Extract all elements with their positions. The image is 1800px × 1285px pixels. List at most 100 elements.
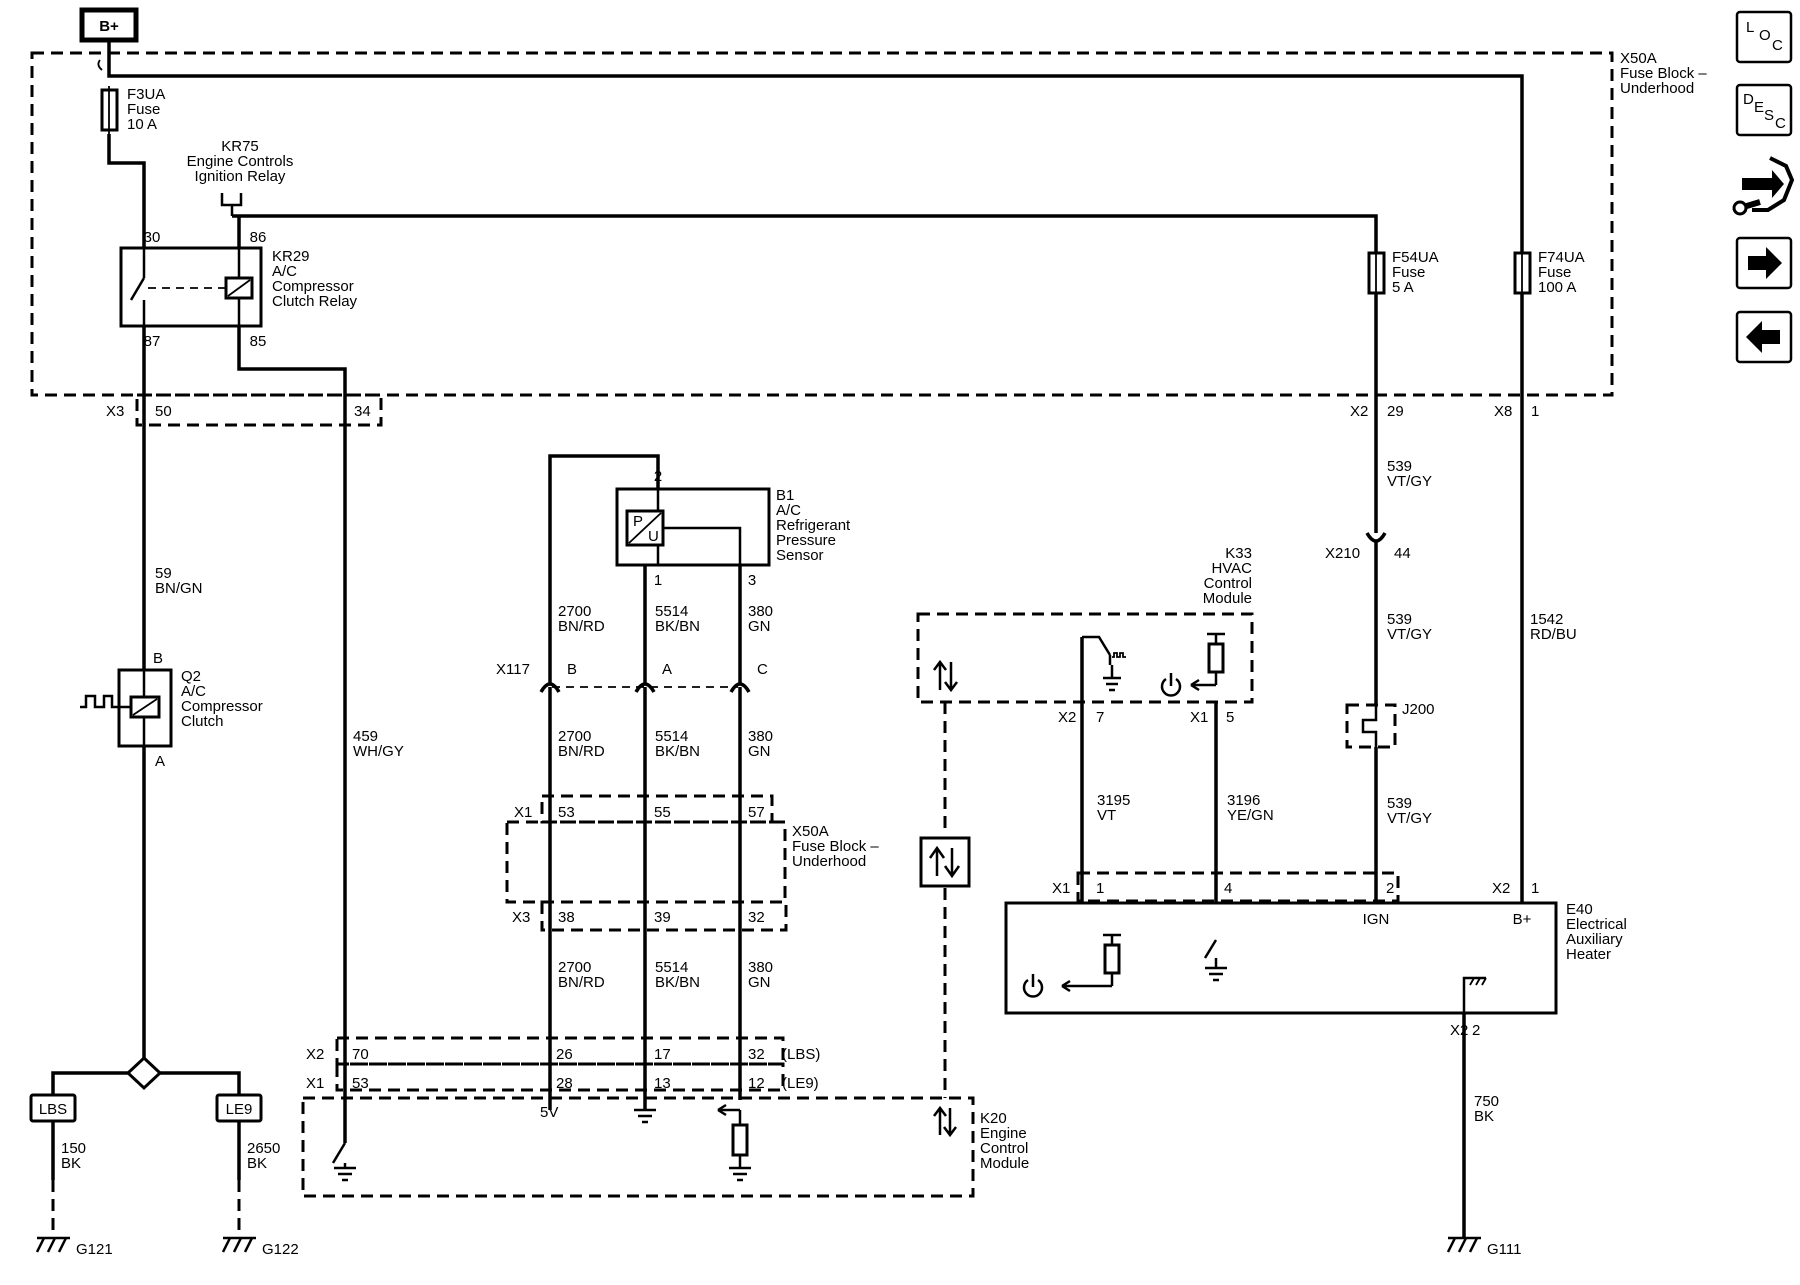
- arrow-left-icon: [1746, 321, 1780, 353]
- b1-symbol-u: U: [648, 528, 659, 545]
- fuse-block-label-3: Underhood: [1620, 80, 1694, 97]
- k20-x2-label: X2: [306, 1046, 324, 1063]
- desc-letter-d: D: [1743, 91, 1754, 108]
- e40-x2-label: X2: [1492, 880, 1510, 897]
- ground-g121-icon: G121: [35, 1236, 113, 1258]
- k33-x2-label: X2: [1058, 709, 1076, 726]
- q2-pin-a: A: [155, 753, 165, 770]
- kr29-pin-87: 87: [144, 333, 161, 350]
- arrow-right-icon: [1748, 247, 1782, 279]
- k20-x1-pin-12: 12: [748, 1075, 765, 1092]
- w5514-a-num: 5514: [655, 603, 688, 620]
- k33-label-1: K33: [1225, 545, 1252, 562]
- k20-5v-label: 5V: [540, 1104, 558, 1121]
- x2-f54-label: X2: [1350, 403, 1368, 420]
- b1-pin-3: 3: [748, 572, 756, 589]
- w539-c-color: VT/GY: [1387, 810, 1432, 827]
- k20-lbs-label: (LBS): [782, 1046, 820, 1063]
- location-button[interactable]: L O C: [1735, 10, 1793, 64]
- option-le9-label: LE9: [226, 1101, 253, 1118]
- e40-x1-label: X1: [1052, 880, 1070, 897]
- x210-pin-44: 44: [1394, 545, 1411, 562]
- kr29-pin-85: 85: [250, 333, 267, 350]
- x8-label: X8: [1494, 403, 1512, 420]
- w2700-b-num: 2700: [558, 728, 591, 745]
- connector-x3: X3 50 34: [106, 393, 383, 427]
- x3-pin-50: 50: [155, 403, 172, 420]
- w3195-color: VT: [1097, 807, 1116, 824]
- kr75-label-3: Ignition Relay: [195, 168, 286, 185]
- w459-num: 459: [353, 728, 378, 745]
- f54ua-label-2: Fuse: [1392, 264, 1425, 281]
- hvac-control-module-k33: K33 HVAC Control Module X2 7 X1 5: [916, 545, 1254, 726]
- kr75-label-1: KR75: [221, 138, 259, 155]
- fuse-block-underhood-upper: X50A Fuse Block – Underhood: [30, 50, 1707, 397]
- w2700-a-num: 2700: [558, 603, 591, 620]
- k20-x2-pin-70: 70: [352, 1046, 369, 1063]
- k20-le9-label: (LE9): [782, 1075, 819, 1092]
- k33-x1-label: X1: [1190, 709, 1208, 726]
- k20-label-1: K20: [980, 1110, 1007, 1127]
- fuse-block-label-1: X50A: [1620, 50, 1657, 67]
- w539-c-num: 539: [1387, 795, 1412, 812]
- fb-lower-label-2: Fuse Block –: [792, 838, 879, 855]
- f74ua-label-2: Fuse: [1538, 264, 1571, 281]
- g111-label: G111: [1487, 1241, 1521, 1258]
- w150-num: 150: [61, 1140, 86, 1157]
- x3-pin-32: 32: [748, 909, 765, 926]
- e40-x2-pin-1: 1: [1531, 880, 1539, 897]
- b1-label-5: Sensor: [776, 547, 824, 564]
- description-button[interactable]: D E S C: [1735, 83, 1793, 137]
- loc-letter-l: L: [1746, 19, 1754, 36]
- e40-label-3: Auxiliary: [1566, 931, 1623, 948]
- electrical-auxiliary-heater-e40: X1 1 4 2 X2 1 IGN B+ E40 Electrical Auxi…: [1004, 871, 1627, 1039]
- desc-letter-s: S: [1764, 107, 1774, 124]
- k20-x1-label: X1: [306, 1075, 324, 1092]
- desc-letter-c: C: [1775, 115, 1786, 132]
- wrench-connector-icon: [1732, 156, 1795, 216]
- f54ua-label-1: F54UA: [1392, 249, 1439, 266]
- next-page-button[interactable]: [1735, 236, 1793, 290]
- k20-x1-pin-53: 53: [352, 1075, 369, 1092]
- engine-control-module-k20: X2 70 26 17 32 (LBS) X1 53 28 13 12 (LE9…: [301, 1036, 1029, 1198]
- w5514-c-color: BK/BN: [655, 974, 700, 991]
- w539-b-num: 539: [1387, 611, 1412, 628]
- x210-label: X210: [1325, 545, 1360, 562]
- e40-label-2: Electrical: [1566, 916, 1627, 933]
- x117-pin-c: C: [757, 661, 768, 678]
- w5514-a-color: BK/BN: [655, 618, 700, 635]
- f3ua-label-3: 10 A: [127, 116, 157, 133]
- previous-page-button[interactable]: [1735, 310, 1793, 364]
- w3195-num: 3195: [1097, 792, 1130, 809]
- x1-fb-label: X1: [514, 804, 532, 821]
- k33-label-4: Module: [1203, 590, 1252, 607]
- k20-x2-pin-26: 26: [556, 1046, 573, 1063]
- w459-color: WH/GY: [353, 743, 404, 760]
- w59-color: BN/GN: [155, 580, 203, 597]
- g121-label: G121: [76, 1241, 113, 1258]
- connector-tools-button[interactable]: [1732, 156, 1795, 216]
- kr29-pin-30: 30: [144, 229, 161, 246]
- e40-gnd-pin-2: 2: [1472, 1022, 1480, 1039]
- b1-symbol-p: P: [633, 513, 643, 530]
- w380-c-color: GN: [748, 974, 771, 991]
- pressure-sensor-b1: 2 1 3 P U B1 A/C Refrigerant Pressure Se…: [615, 468, 851, 589]
- kr29-pin-86: 86: [250, 229, 267, 246]
- k33-label-2: HVAC: [1211, 560, 1252, 577]
- x8-pin-1: 1: [1531, 403, 1539, 420]
- w750-color: BK: [1474, 1108, 1494, 1125]
- x3-fb-label: X3: [512, 909, 530, 926]
- option-lbs: LBS: [29, 1093, 77, 1123]
- power-symbol-icon: [1160, 673, 1182, 697]
- serial-data-gateway-icon: [919, 836, 971, 888]
- w380-b-color: GN: [748, 743, 771, 760]
- w3196-color: YE/GN: [1227, 807, 1274, 824]
- w539-a-color: VT/GY: [1387, 473, 1432, 490]
- kr29-label-1: KR29: [272, 248, 310, 265]
- x3-pin-39: 39: [654, 909, 671, 926]
- x3-pin-38: 38: [558, 909, 575, 926]
- f3ua-label-2: Fuse: [127, 101, 160, 118]
- w3196-num: 3196: [1227, 792, 1260, 809]
- w5514-c-num: 5514: [655, 959, 688, 976]
- fuse-f54ua: F54UA Fuse 5 A: [1367, 249, 1439, 296]
